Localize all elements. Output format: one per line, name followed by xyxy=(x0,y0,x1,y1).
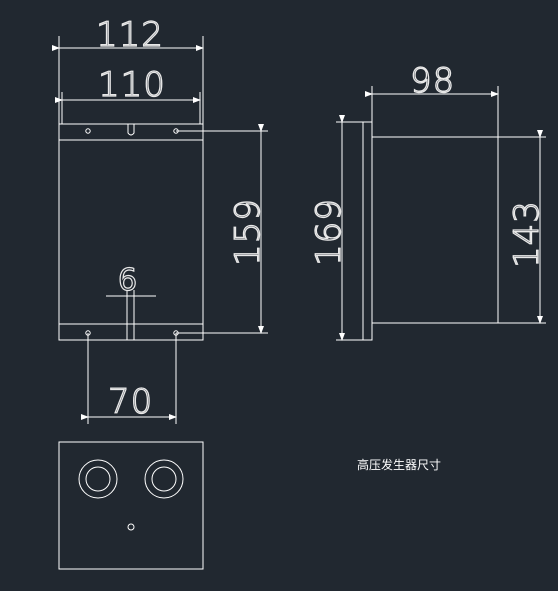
dim-110-label: 110 xyxy=(98,65,166,105)
terminal-right-icon xyxy=(144,459,184,499)
dim-top-inner: 110 xyxy=(55,64,201,124)
dim-6-label: 6 xyxy=(118,263,137,298)
dim-70-label: 70 xyxy=(108,382,153,422)
dim-side-depth: 98 xyxy=(365,60,499,137)
dim-112-label: 112 xyxy=(96,15,164,55)
dim-bottom-holes: 70 xyxy=(81,333,177,424)
side-body xyxy=(371,136,499,324)
dim-169-label: 169 xyxy=(309,198,349,266)
dim-143-label: 143 xyxy=(507,200,547,268)
dim-top-outer: 112 xyxy=(52,14,204,124)
center-hole-icon xyxy=(127,523,135,531)
front-flange-hole-left xyxy=(85,128,91,134)
dim-98-label: 98 xyxy=(410,61,455,101)
front-view xyxy=(58,123,204,341)
side-flange-plate xyxy=(362,121,373,341)
dim-side-body-height: 143 xyxy=(498,130,548,324)
drawing-caption: 高压发生器尺寸 xyxy=(357,457,441,472)
bottom-plate xyxy=(58,441,204,570)
dim-slot: 6 xyxy=(106,262,156,302)
dim-front-height: 159 xyxy=(176,124,269,334)
front-top-slot xyxy=(127,124,135,136)
dim-side-total-height: 169 xyxy=(308,115,363,341)
bottom-view xyxy=(58,441,204,570)
side-view xyxy=(362,121,499,341)
dim-159-label: 159 xyxy=(228,198,268,266)
front-top-flange xyxy=(58,123,204,141)
front-bottom-flange xyxy=(58,323,204,341)
terminal-left-icon xyxy=(78,459,118,499)
